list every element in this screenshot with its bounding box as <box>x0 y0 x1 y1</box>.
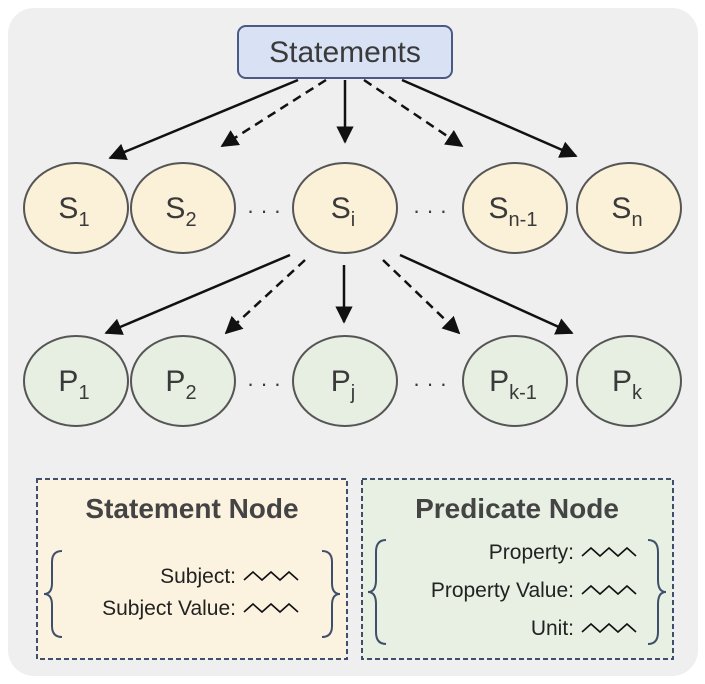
predicate-node-label: Pj <box>331 365 355 404</box>
predicate-node-3: Pk-1 <box>462 335 568 427</box>
predicate-node-2: Pj <box>292 335 398 427</box>
predicate-node-legend: Predicate Node Property: Property Value:… <box>361 478 674 660</box>
arrow-root-to-statement-0 <box>108 78 299 161</box>
predicate-legend-title: Predicate Node <box>415 493 619 524</box>
statement-node-label: Si <box>331 192 355 231</box>
predicate-ellipsis-right: · · · <box>413 371 447 396</box>
statement-legend-box <box>36 478 348 660</box>
statement-right-brace <box>321 550 341 638</box>
predicate-right-brace <box>647 539 667 645</box>
predicate-field-property: Property: <box>489 541 574 564</box>
statement-node-3: Sn-1 <box>462 162 568 254</box>
predicate-node-circle <box>576 335 682 427</box>
statement-node-label: S1 <box>58 192 89 231</box>
arrow-root-to-statement-4 <box>401 78 578 158</box>
arrow-root-to-statement-3 <box>363 78 464 148</box>
predicate-node-circle <box>292 335 398 427</box>
statement-node-label: S2 <box>165 192 196 231</box>
statement-field-subject-value: Subject Value: <box>102 597 236 620</box>
statement-ellipsis-left: · · · <box>247 198 281 223</box>
statement-node-legend: Statement Node Subject: Subject Value: <box>36 478 348 660</box>
predicate-left-brace <box>367 539 387 645</box>
statement-legend-title: Statement Node <box>85 493 298 524</box>
statement-node-circle <box>23 162 129 254</box>
arrow-statement-to-predicate-1 <box>224 259 306 335</box>
arrow-root-to-statement-1 <box>220 78 327 148</box>
predicate-value-placeholder-icon <box>581 584 637 596</box>
predicate-node-label: Pk-1 <box>489 365 537 404</box>
statement-field-subject: Subject: <box>160 565 236 588</box>
predicate-node-label: P1 <box>58 365 89 404</box>
root-node: Statements <box>237 25 453 79</box>
root-node-box <box>237 25 453 79</box>
statement-left-brace <box>43 550 63 638</box>
statement-node-circle <box>130 162 236 254</box>
predicate-node-circle <box>23 335 129 427</box>
statement-node-1: S2 <box>130 162 236 254</box>
predicate-node-1: P2 <box>130 335 236 427</box>
predicate-node-label: P2 <box>165 365 196 404</box>
arrow-statement-to-predicate-4 <box>399 253 574 335</box>
statement-node-0: S1 <box>23 162 129 254</box>
statement-node-circle <box>462 162 568 254</box>
predicate-node-label: Pk <box>612 365 643 404</box>
arrow-statement-to-predicate-3 <box>382 259 461 335</box>
predicate-value-placeholder-icon <box>581 622 637 634</box>
predicate-ellipsis-left: · · · <box>247 371 281 396</box>
statement-node-circle <box>292 162 398 254</box>
statement-node-2: Si <box>292 162 398 254</box>
predicate-node-circle <box>130 335 236 427</box>
statement-ellipsis-right: · · · <box>413 198 447 223</box>
predicate-node-0: P1 <box>23 335 129 427</box>
statement-value-placeholder-icon <box>243 602 299 614</box>
arrows-group <box>104 78 578 335</box>
predicate-node-row: P1 P2 Pj Pk-1 Pk <box>23 335 682 427</box>
arrow-statement-to-predicate-0 <box>104 253 291 335</box>
predicate-node-4: Pk <box>576 335 682 427</box>
statement-node-label: Sn-1 <box>489 192 538 231</box>
statement-node-label: Sn <box>611 192 642 231</box>
predicate-field-property-value: Property Value: <box>431 579 574 602</box>
predicate-node-circle <box>462 335 568 427</box>
predicate-field-unit: Unit: <box>531 617 574 640</box>
statement-value-placeholder-icon <box>243 570 299 582</box>
statement-node-4: Sn <box>576 162 682 254</box>
statement-node-row: S1 S2 Si Sn-1 Sn <box>23 162 682 254</box>
root-node-label: Statements <box>269 36 421 69</box>
statement-node-circle <box>576 162 682 254</box>
predicate-value-placeholder-icon <box>581 546 637 558</box>
